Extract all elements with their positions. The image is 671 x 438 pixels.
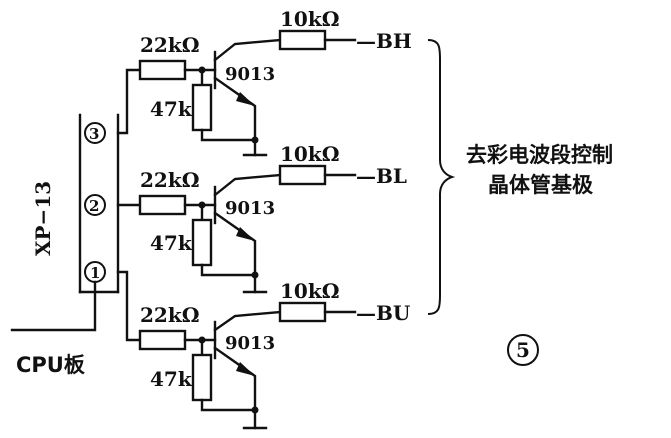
stage-bu-transistor-emitter — [213, 346, 257, 430]
figure-number: 5 — [507, 334, 539, 366]
stage-bl-pulldown-wire-bottom — [200, 263, 257, 277]
stage-bu-emitter-arrow-icon — [236, 362, 255, 376]
stage-bh-pulldown-resistor — [191, 83, 213, 132]
stage-bh-transistor-collector — [213, 38, 282, 62]
stage-bu-base-resistor-label: 22kΩ — [140, 303, 200, 327]
stage-bl-pulldown-resistor — [191, 218, 213, 267]
stage-bu-transistor-collector — [213, 310, 282, 332]
figure-number-label: 5 — [516, 338, 530, 362]
stage-bu-pulldown-wire-bottom — [200, 398, 257, 412]
stage-bh-input-wire — [116, 68, 142, 135]
stage-bl: 22kΩ 47k 9013 10kΩ —BL — [116, 142, 407, 294]
stage-bu-emitter-node — [251, 406, 259, 414]
stage-bl-transistor-label: 9013 — [225, 198, 275, 219]
stage-bh-collector-resistor — [278, 29, 327, 51]
stage-bl-pulldown-label: 47k — [150, 231, 193, 255]
stage-bh-collector-resistor-label: 10kΩ — [280, 7, 340, 31]
stage-bl-emitter-arrow-icon — [236, 227, 255, 241]
pin-1: 1 — [84, 261, 106, 283]
stage-bu: 22kΩ 47k 9013 10kΩ —BU — [116, 270, 410, 430]
stage-bh-pulldown-label: 47k — [150, 97, 193, 121]
stage-bh-emitter-node — [251, 136, 259, 144]
stage-bl-emitter-node — [251, 271, 259, 279]
stage-bl-base-resistor-label: 22kΩ — [140, 168, 200, 192]
stage-bh-transistor-label: 9013 — [225, 64, 275, 85]
stage-bl-output-label: —BL — [356, 164, 407, 188]
pin-3: 3 — [84, 122, 106, 144]
connector-label: XP−13 — [31, 181, 55, 256]
stage-bu-transistor-label: 9013 — [225, 333, 275, 354]
description-line2: 晶体管基极 — [488, 173, 594, 197]
stage-bh-pulldown-wire-bottom — [200, 128, 257, 142]
pin-3-circle — [84, 122, 106, 144]
stage-bh-base-resistor — [138, 59, 187, 81]
stage-bh-output-label: —BH — [356, 29, 412, 53]
stage-bu-pulldown-resistor — [191, 353, 213, 402]
stage-bu-output-label: —BU — [356, 301, 410, 325]
stage-bu-input-wire — [116, 270, 142, 342]
pin-3-label: 3 — [89, 125, 99, 143]
output-brace — [427, 39, 456, 315]
stage-bl-collector-resistor-label: 10kΩ — [280, 142, 340, 166]
pin-2-label: 2 — [89, 197, 99, 215]
stage-bu-base-resistor — [138, 329, 187, 351]
cpu-label: CPU板 — [16, 353, 86, 377]
stage-bh: 22kΩ 47k 9013 10kΩ —BH — [116, 7, 412, 157]
stage-bh-emitter-arrow-icon — [236, 92, 255, 106]
cpu-wire — [10, 280, 97, 332]
pin-2-circle — [84, 194, 106, 216]
stage-bl-transistor-emitter — [213, 211, 257, 294]
pin-1-label: 1 — [90, 264, 100, 282]
stage-bu-pulldown-label: 47k — [150, 367, 193, 391]
stage-bh-transistor-emitter — [213, 76, 257, 157]
stage-bh-base-resistor-label: 22kΩ — [140, 33, 200, 57]
stage-bu-collector-resistor — [278, 301, 327, 323]
stage-bl-transistor-collector — [213, 173, 282, 197]
stage-bl-collector-resistor — [278, 164, 327, 186]
connector-xp13: XP−13 — [31, 113, 120, 294]
figure-number-circle — [507, 334, 539, 366]
pin-2: 2 — [84, 194, 106, 216]
stage-bu-collector-resistor-label: 10kΩ — [280, 279, 340, 303]
description-line1: 去彩电波段控制 — [466, 143, 613, 167]
stage-bl-base-resistor — [138, 194, 187, 216]
